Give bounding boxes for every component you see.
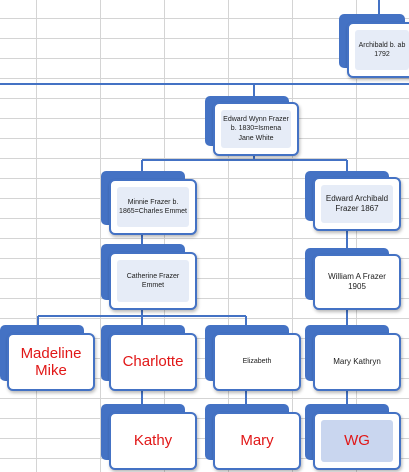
node-elizabeth[interactable]: Elizabeth: [205, 325, 301, 391]
node-madeline-mike[interactable]: Madeline Mike: [0, 325, 95, 391]
node-charlotte[interactable]: Charlotte: [101, 325, 197, 391]
node-catherine-frazer-emmet-label: Catherine Frazer Emmet: [126, 272, 180, 289]
node-catherine-frazer-emmet[interactable]: Catherine Frazer Emmet: [101, 244, 197, 310]
connector-catherine-rail: [37, 305, 247, 325]
node-edward-archibald-frazer[interactable]: Edward Archibald Frazer 1867: [305, 171, 401, 231]
connector-edward-wynn-rail: [141, 152, 348, 171]
node-kathy-label: Kathy: [133, 432, 173, 450]
node-charlotte-label: Charlotte: [122, 353, 184, 371]
node-archibald-label: Archibald b. ab 1792: [358, 41, 406, 58]
node-mary-kathryn-label: Mary Kathryn: [333, 356, 381, 366]
node-archibald[interactable]: Archibald b. ab 1792: [339, 14, 409, 78]
node-edward-archibald-frazer-label: Edward Archibald Frazer 1867: [325, 193, 389, 213]
node-wg-label: WG: [344, 432, 370, 450]
node-william-frazer-label: William A Frazer 1905: [328, 271, 386, 291]
node-minnie-frazer[interactable]: Minnie Frazer b. 1865=Charles Emmet: [101, 171, 197, 235]
node-kathy[interactable]: Kathy: [101, 404, 197, 470]
node-mary-kathryn[interactable]: Mary Kathryn: [305, 325, 401, 391]
node-edward-wynn-frazer[interactable]: Edward Wynn Frazer b. 1830=Ismena Jane W…: [205, 96, 299, 156]
node-edward-wynn-frazer-label: Edward Wynn Frazer b. 1830=Ismena Jane W…: [223, 116, 289, 142]
node-mary[interactable]: Mary: [205, 404, 301, 470]
node-william-frazer[interactable]: William A Frazer 1905: [305, 248, 401, 310]
node-minnie-frazer-label: Minnie Frazer b. 1865=Charles Emmet: [119, 198, 187, 215]
node-elizabeth-label: Elizabeth: [242, 358, 272, 366]
node-madeline-mike-label: Madeline Mike: [20, 344, 82, 379]
node-mary-label: Mary: [240, 432, 274, 450]
node-wg[interactable]: WG: [305, 404, 401, 470]
